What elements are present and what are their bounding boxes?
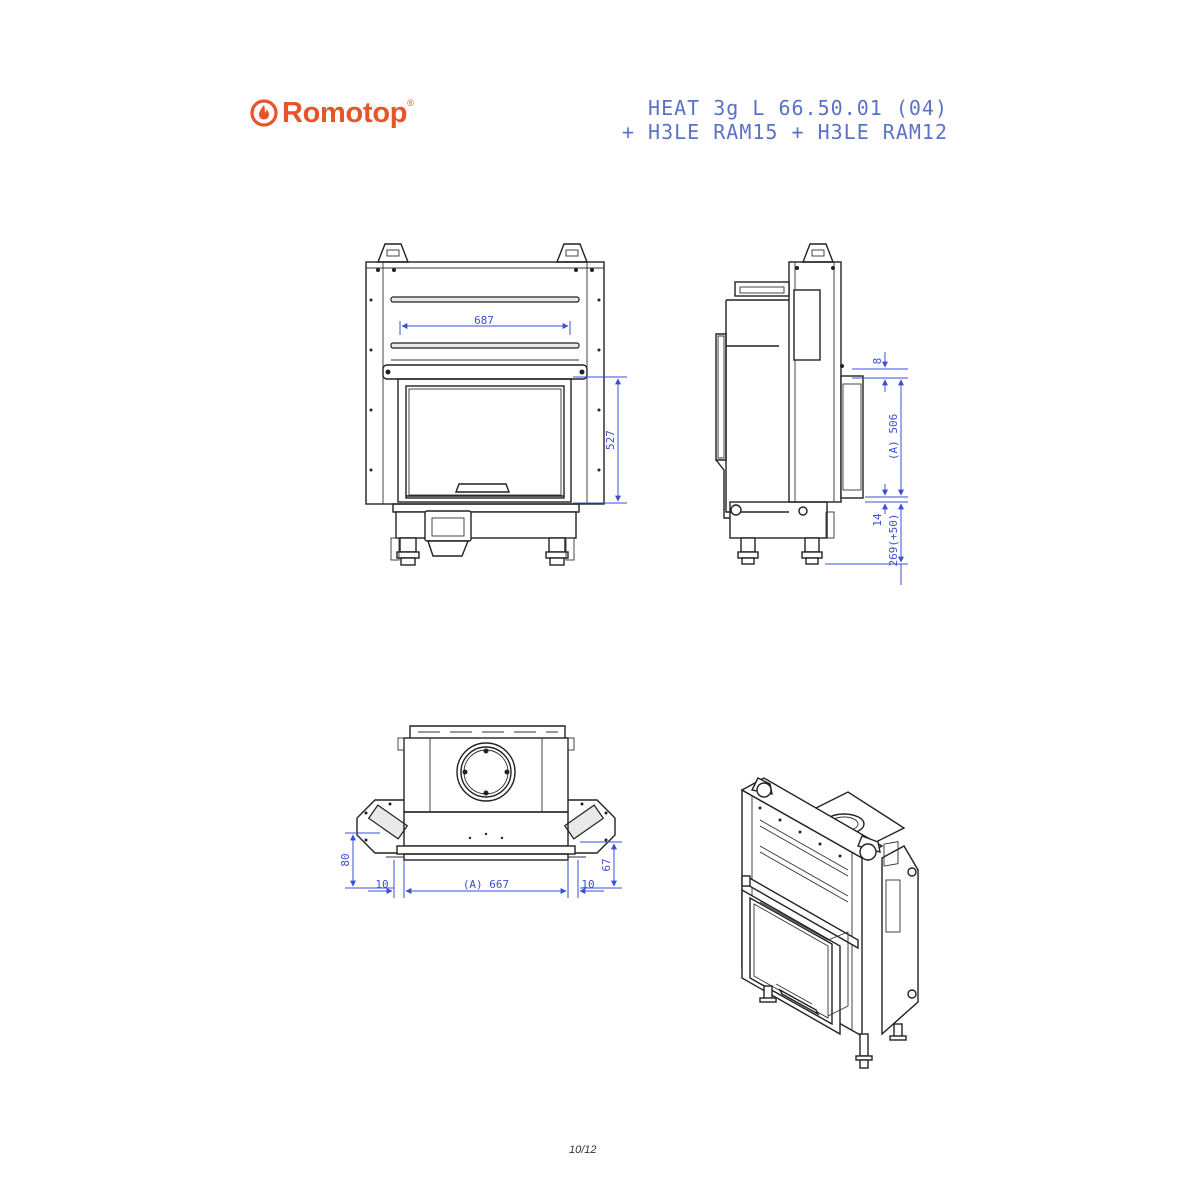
plan-view: 80 67 10 (A) 667 10 <box>339 725 622 898</box>
page-number: 10/12 <box>569 1144 597 1156</box>
dim-plan-left-margin: 10 <box>375 878 388 891</box>
brand-name: Romotop <box>282 96 408 129</box>
dim-side-base: 269(+50) <box>887 514 900 567</box>
dim-side-A: (A) 506 <box>887 414 900 460</box>
side-view: 8 (A) 506 14 269(+50) <box>715 243 908 585</box>
dim-front-width: 687 <box>474 314 494 327</box>
dim-plan-A: (A) 667 <box>463 878 509 891</box>
dim-plan-right-margin: 10 <box>581 878 594 891</box>
dim-side-small: 14 <box>871 513 884 527</box>
dim-side-top: 8 <box>871 358 884 365</box>
rivets <box>369 268 601 472</box>
front-view: 687 527 <box>365 243 627 566</box>
dim-front-height: 527 <box>604 430 617 450</box>
flame-logo-icon <box>250 99 278 127</box>
drawing-title-line-2: + H3LE RAM15 + H3LE RAM12 <box>621 120 948 144</box>
brand-logo: Romotop® <box>250 96 414 130</box>
drawing-title: HEAT 3g L 66.50.01 (04) + H3LE RAM15 + H… <box>622 96 948 144</box>
brand-registered-mark: ® <box>407 98 414 108</box>
drawing-title-line-1: HEAT 3g L 66.50.01 (04) <box>648 96 948 120</box>
isometric-view <box>740 777 919 1069</box>
dim-plan-depth: 80 <box>339 853 352 866</box>
dim-plan-right: 67 <box>600 858 613 871</box>
